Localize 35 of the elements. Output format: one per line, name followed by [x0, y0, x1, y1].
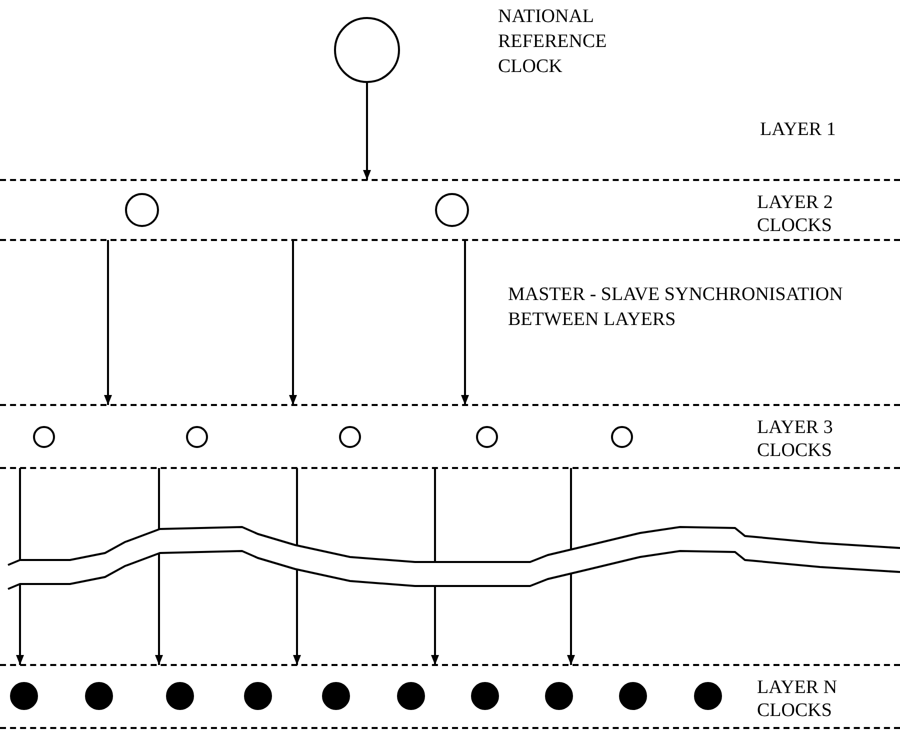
arrow: [289, 240, 297, 405]
filled-clock-circle: [166, 682, 194, 710]
clock-circle: [611, 426, 633, 448]
arrow: [155, 468, 163, 665]
clock-circle: [476, 426, 498, 448]
layer-label: LAYER 2 CLOCKS: [757, 191, 834, 237]
arrow: [104, 240, 112, 405]
filled-clock-circle: [694, 682, 722, 710]
note-text: MASTER - SLAVE SYNCHRONISATION BETWEEN LAYERS: [508, 283, 844, 332]
filled-clock-circle: [85, 682, 113, 710]
arrow: [363, 83, 371, 180]
note-text: NATIONAL REFERENCE CLOCK: [498, 5, 608, 79]
layer-band: [0, 179, 900, 241]
clock-circle: [33, 426, 55, 448]
arrow: [461, 240, 469, 405]
clock-circle: [125, 193, 159, 227]
clock-circle: [186, 426, 208, 448]
layer-label: LAYER 3 CLOCKS: [757, 416, 834, 462]
clock-circle: [339, 426, 361, 448]
filled-clock-circle: [397, 682, 425, 710]
filled-clock-circle: [619, 682, 647, 710]
layer-band: [0, 664, 900, 729]
arrow: [431, 468, 439, 665]
clock-circle: [435, 193, 469, 227]
filled-clock-circle: [322, 682, 350, 710]
arrow: [16, 468, 24, 665]
filled-clock-circle: [471, 682, 499, 710]
filled-clock-circle: [244, 682, 272, 710]
arrow: [567, 468, 575, 665]
layer-label: LAYER N CLOCKS: [757, 676, 838, 722]
arrow: [293, 468, 301, 665]
filled-clock-circle: [10, 682, 38, 710]
filled-clock-circle: [545, 682, 573, 710]
layer-band: [0, 404, 900, 469]
note-text: LAYER 1: [760, 118, 837, 142]
